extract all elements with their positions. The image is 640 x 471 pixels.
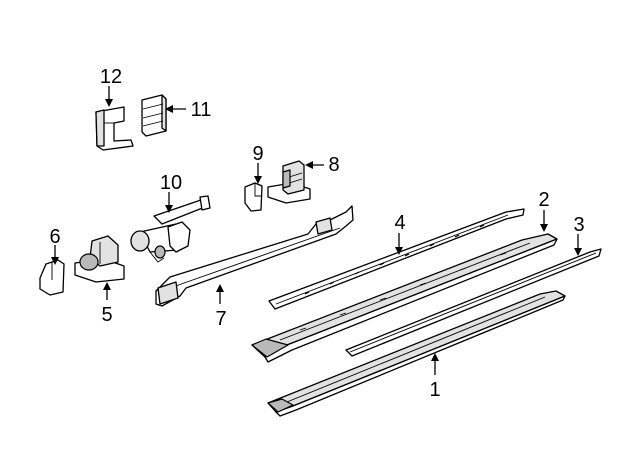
part-10-pin <box>130 195 211 263</box>
part-2-running-board <box>251 233 558 363</box>
callout-7: 7 <box>215 308 226 330</box>
part-9-clip <box>244 182 263 212</box>
callout-4: 4 <box>394 212 405 234</box>
callout-10: 10 <box>160 172 182 194</box>
part-3-molding <box>345 248 602 357</box>
part-6-clip <box>39 259 65 296</box>
callout-12: 12 <box>100 66 122 88</box>
callout-8: 8 <box>328 154 339 176</box>
callout-labels: 1 2 3 4 5 6 7 8 9 10 11 12 <box>49 66 584 401</box>
callout-5: 5 <box>101 304 112 326</box>
part-12-bracket <box>95 106 134 151</box>
part-11-clip-block <box>141 94 167 137</box>
leader-lines <box>51 86 582 375</box>
callout-3: 3 <box>573 214 584 236</box>
part-8-mount <box>267 160 311 204</box>
callout-6: 6 <box>49 226 60 248</box>
callout-9: 9 <box>252 143 263 165</box>
callout-1: 1 <box>429 379 440 401</box>
part-7-rail-bracket <box>155 205 354 307</box>
callout-11: 11 <box>191 99 212 121</box>
part-5-bracket <box>74 235 125 283</box>
part-4-trim-strip <box>268 208 525 310</box>
part-1-step-board <box>267 290 566 417</box>
callout-2: 2 <box>538 189 549 211</box>
